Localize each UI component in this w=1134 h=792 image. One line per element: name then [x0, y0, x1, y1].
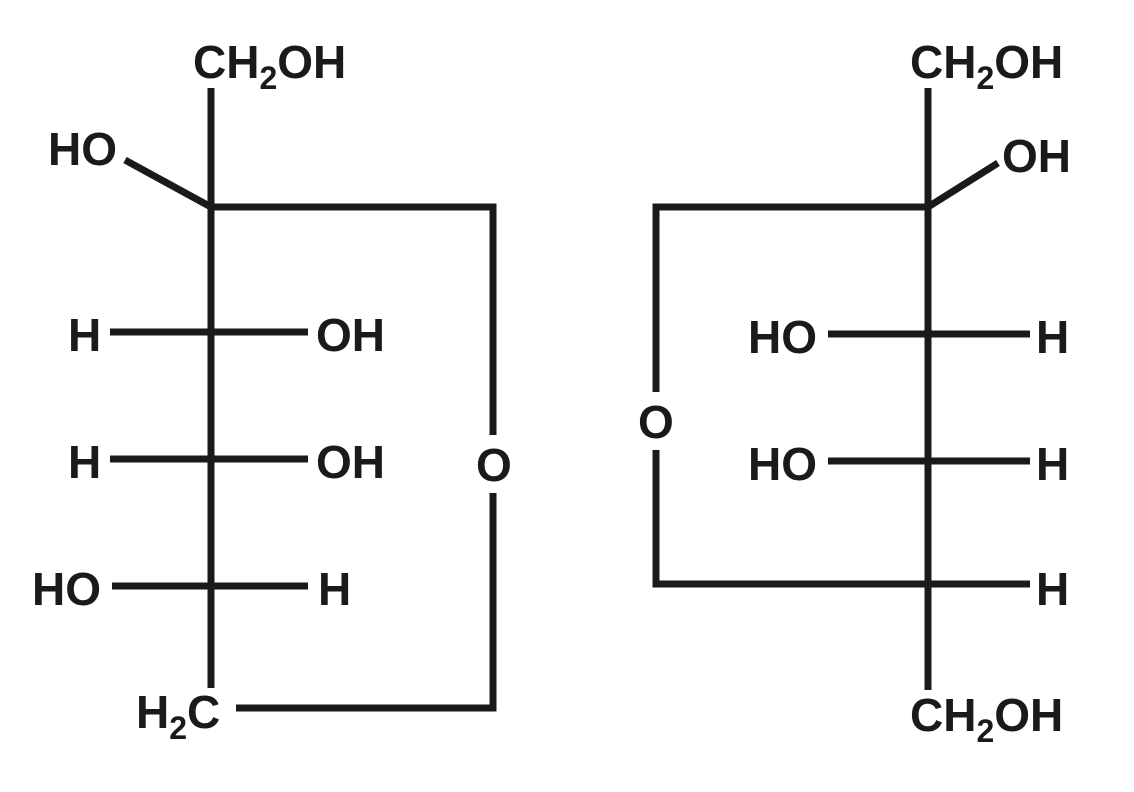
left-c3-h-label: H — [68, 309, 101, 361]
right-c2-oh-label: OH — [1002, 130, 1071, 182]
right-c3-ho-label: HO — [748, 311, 817, 363]
left-c4-h-label: H — [68, 436, 101, 488]
left-c2-ho-label: HO — [48, 123, 117, 175]
right-ring-bottom-bond — [652, 450, 1030, 588]
left-c5-ho-label: HO — [32, 563, 101, 615]
left-c2-ho-bond — [123, 156, 213, 211]
left-c3-oh-label: OH — [316, 309, 385, 361]
right-ring-top-bond — [652, 203, 928, 392]
left-bottom-h2c-label: H2C — [136, 686, 220, 746]
left-structure: CH2OH HO H OH H OH HO H H2C O — [32, 36, 512, 746]
left-ring-oxygen-label: O — [476, 439, 512, 491]
right-structure: CH2OH OH HO H HO H H CH2OH O — [638, 36, 1071, 749]
left-ring-bottom-bond — [236, 493, 497, 712]
right-c5-h-label: H — [1036, 563, 1069, 615]
right-top-ch2oh-label: CH2OH — [910, 36, 1063, 96]
right-c4-ho-label: HO — [748, 438, 817, 490]
right-c4-h-label: H — [1036, 438, 1069, 490]
left-c4-oh-label: OH — [316, 436, 385, 488]
right-c3-h-label: H — [1036, 311, 1069, 363]
right-c2-oh-bond — [926, 160, 1000, 210]
right-bonds — [652, 88, 1030, 690]
left-bonds — [110, 88, 497, 712]
left-ring-top-bond — [211, 203, 497, 435]
right-bottom-ch2oh-label: CH2OH — [910, 689, 1063, 749]
right-ring-oxygen-label: O — [638, 396, 674, 448]
left-top-ch2oh-label: CH2OH — [193, 36, 346, 96]
left-c5-h-label: H — [318, 563, 351, 615]
